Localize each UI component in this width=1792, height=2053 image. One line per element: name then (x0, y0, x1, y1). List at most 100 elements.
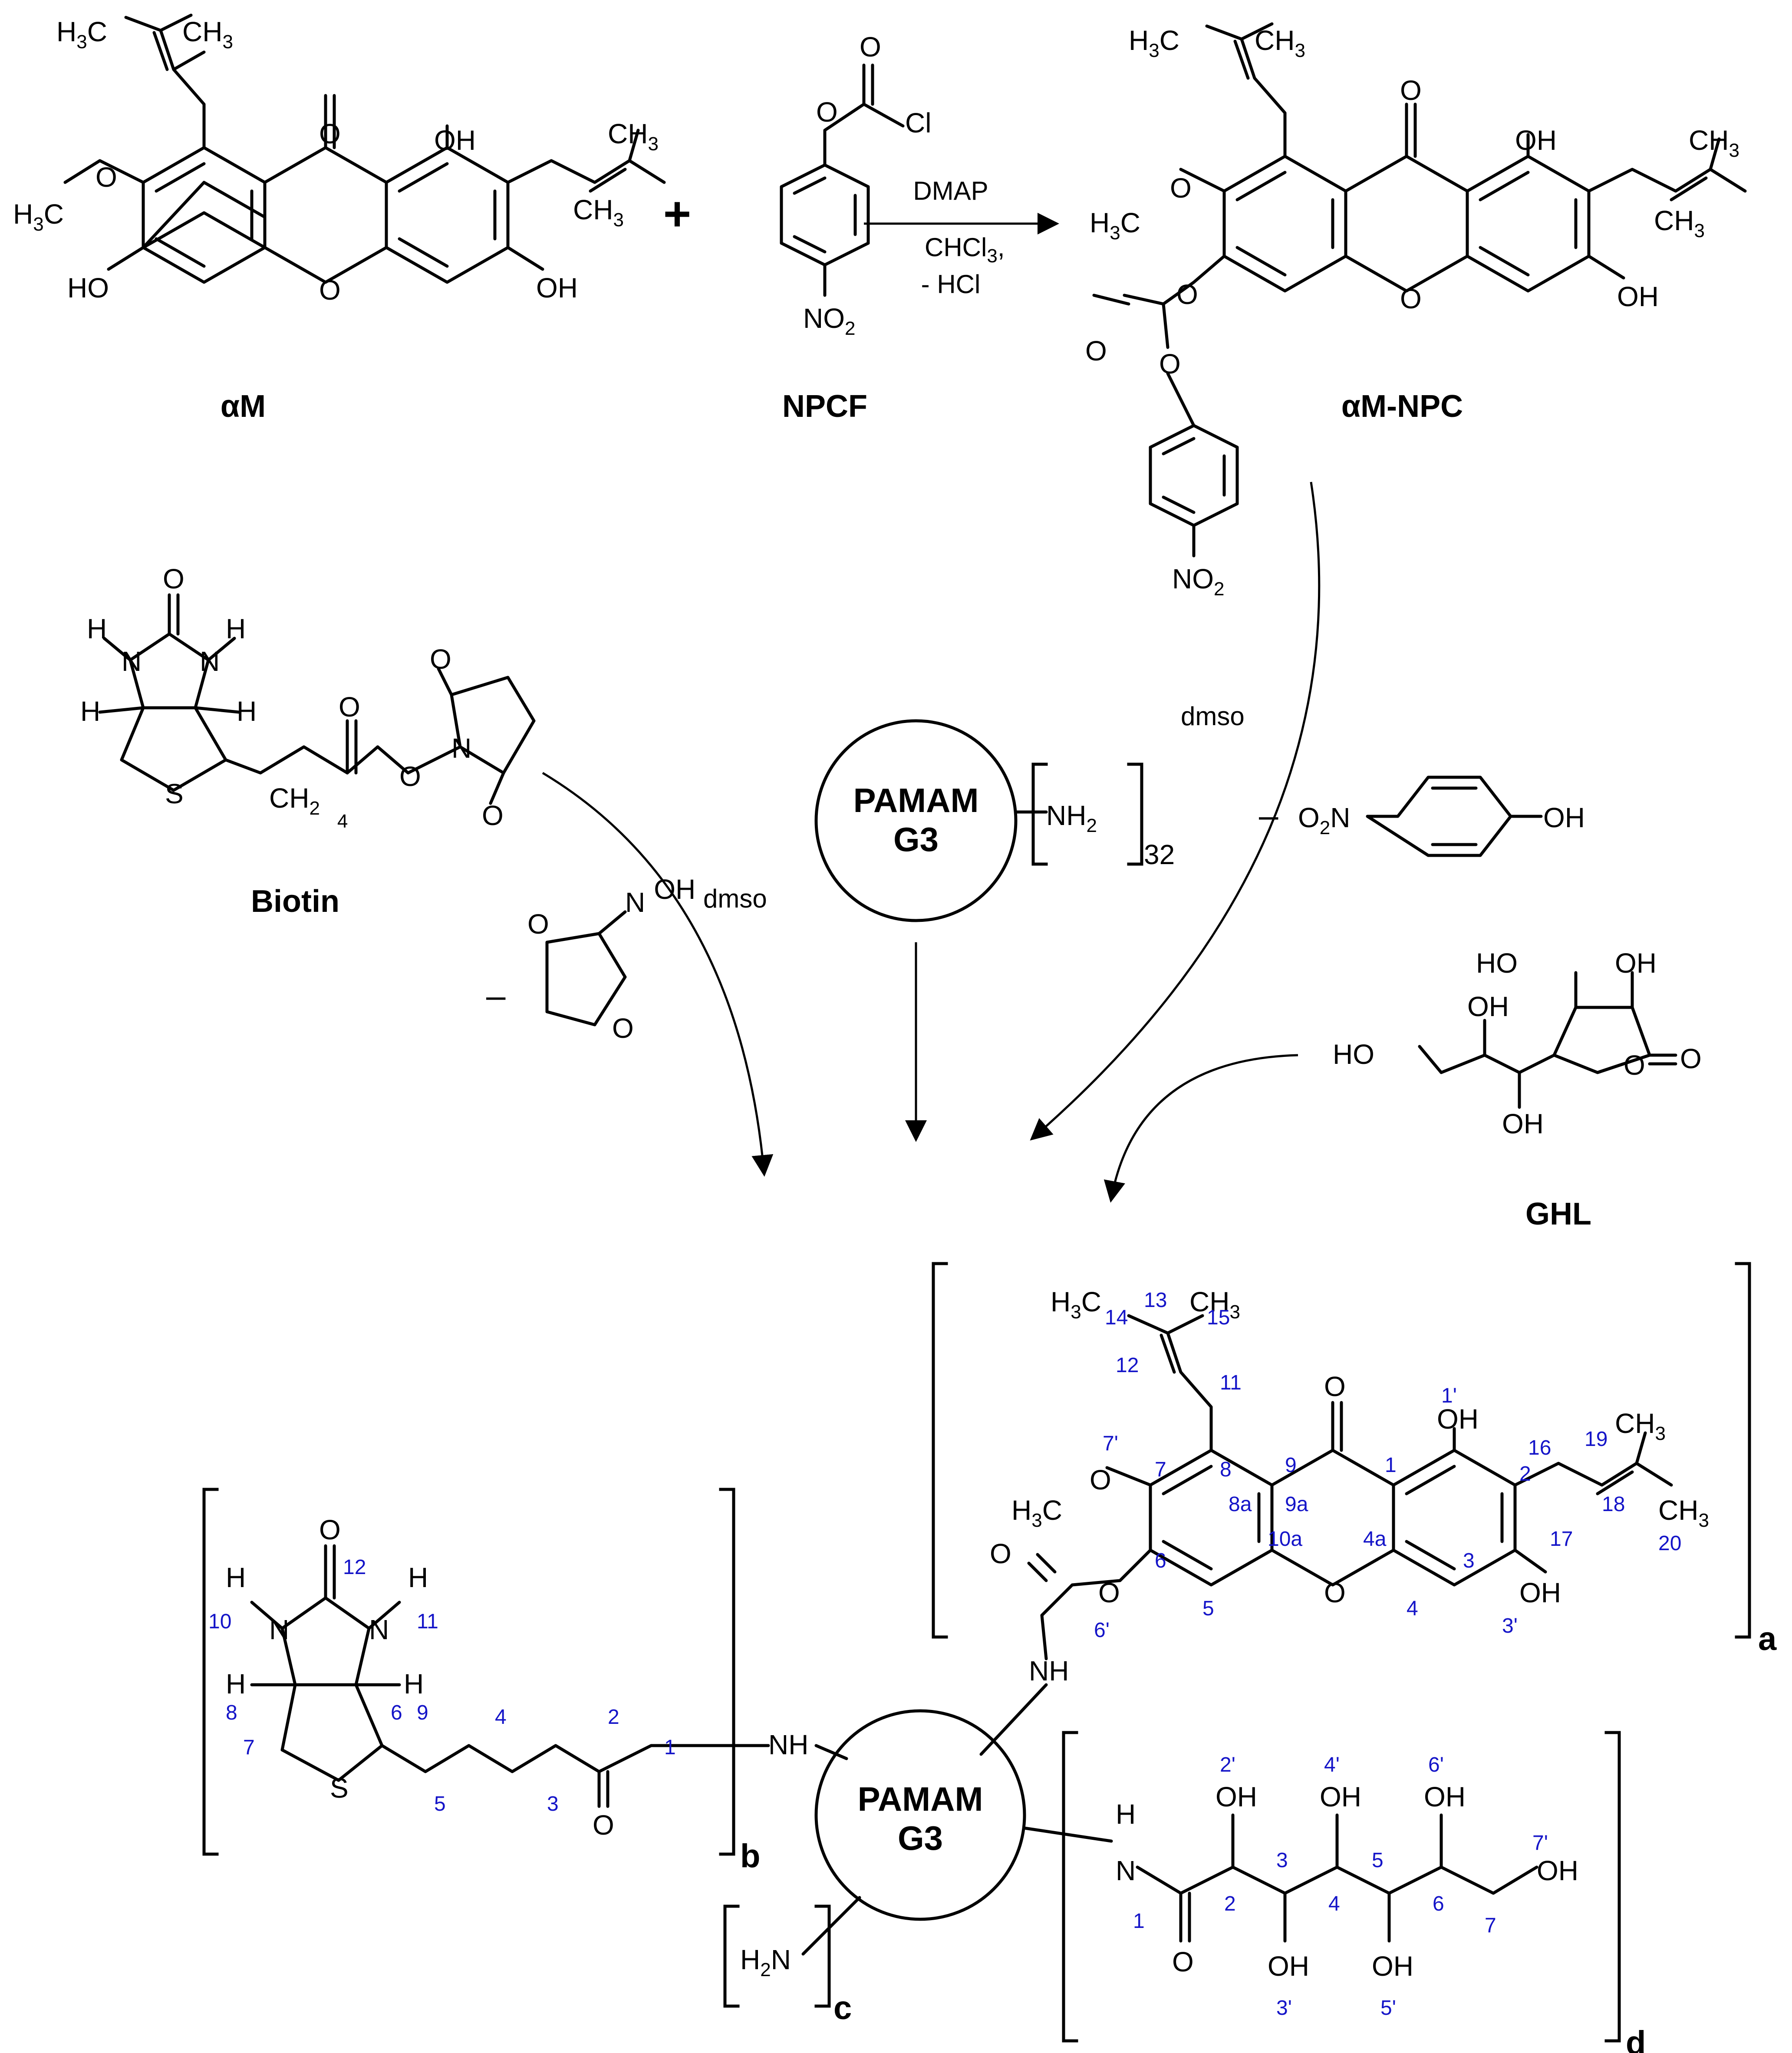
nh-hydrogen: H (87, 613, 107, 644)
methyl-label: H3C (1129, 25, 1179, 61)
imide-nitrogen: N (451, 733, 471, 764)
atom-number: 5' (1380, 1997, 1396, 2020)
methyl-label: CH3 (608, 118, 659, 155)
minus-sign: – (486, 976, 506, 1015)
atom-number: 1 (1385, 1454, 1397, 1477)
atom-number: 5 (1372, 1849, 1384, 1872)
methylene-chain: CH24 (269, 782, 348, 832)
carbonyl-oxygen: O (1400, 75, 1422, 106)
atom-number: 8 (226, 1701, 237, 1724)
atom-number: 3 (1463, 1549, 1475, 1572)
nitrogen-label: N (369, 1614, 389, 1645)
compound-label-alpha-m-npc: αM-NPC (1341, 389, 1463, 424)
ester-oxygen: O (399, 761, 421, 792)
nh-hydrogen: H (226, 1562, 246, 1593)
carbonyl-oxygen: O (990, 1538, 1011, 1569)
atom-number: 1 (664, 1736, 676, 1759)
atom-number: 12 (343, 1556, 366, 1579)
chlorine-label: Cl (905, 107, 931, 139)
carbonyl-oxygen: O (860, 31, 881, 63)
methyl-label: CH3 (182, 16, 233, 53)
atom-number: 15 (1207, 1306, 1230, 1329)
atom-number: 18 (1602, 1493, 1625, 1516)
amine-label: NH2 (1046, 800, 1097, 836)
atom-number: 5 (434, 1792, 446, 1815)
amide-nh: NH (768, 1729, 808, 1760)
methyl-label: CH3 (1615, 1408, 1666, 1444)
bracket-subscript-d: d (1626, 2024, 1646, 2053)
atom-number: 9 (417, 1701, 428, 1724)
compound-label-alpha-m: αM (221, 389, 266, 424)
atom-number: 7' (1103, 1432, 1118, 1455)
arrow-alpha-m-npc (1030, 482, 1321, 1141)
atom-number: 8 (1220, 1458, 1232, 1481)
nitrogen-label: N (200, 646, 220, 677)
atom-number: 3 (547, 1792, 559, 1815)
ring-oxygen: O (1624, 1050, 1645, 1081)
methyl-label: CH3 (1654, 205, 1705, 241)
atom-number: 7 (1485, 1914, 1496, 1937)
reagent-dmap: DMAP (913, 176, 988, 205)
methyl-label: CH3 (573, 194, 624, 231)
carbonate-oxygen: O (1176, 279, 1198, 310)
ester-oxygen: O (816, 96, 838, 128)
biotin-amide-unit: b O H N N H H H S O NH 12 10 11 8 9 6 7 … (202, 1488, 848, 1875)
pamam-label: PAMAM (858, 1780, 983, 1818)
atom-number: 9 (1285, 1454, 1297, 1477)
compound-label-npcf: NPCF (782, 389, 867, 424)
atom-number: 6' (1094, 1619, 1110, 1642)
hydroxyl-label: HO (1333, 1039, 1374, 1070)
atom-number: 7 (1155, 1458, 1166, 1481)
atom-number: 7' (1532, 1832, 1548, 1855)
pamam-label: PAMAM (853, 781, 979, 819)
atom-number: 7 (243, 1736, 255, 1759)
atom-number: 10 (208, 1610, 231, 1633)
atom-number: 3 (1276, 1849, 1288, 1872)
methoxy-label: H3C (13, 198, 64, 235)
pamam-sphere (814, 719, 1018, 922)
carbonyl-oxygen: O (1324, 1371, 1346, 1402)
atom-number: 10a (1268, 1528, 1302, 1551)
pamam-reagent: PAMAM G3 NH2 32 (814, 719, 1175, 922)
carbonate-oxygen: O (1159, 348, 1181, 380)
sulfur-label: S (330, 1772, 349, 1804)
atom-number: 1' (1441, 1384, 1457, 1407)
methoxy-label: H3C (1090, 207, 1140, 244)
atom-number: 14 (1105, 1306, 1128, 1329)
stereo-hydrogen: H (226, 1668, 246, 1700)
hydroxyl-label: OH (536, 272, 578, 304)
pamam-generation: G3 (898, 1819, 943, 1857)
atom-number: 4 (1407, 1597, 1418, 1620)
atom-number: 8a (1229, 1493, 1252, 1516)
gluconamide-unit: d H N O OH OH OH OH OH OH 2' 4' 6' 7' 1 … (1023, 1731, 1646, 2053)
atom-number: 17 (1550, 1528, 1573, 1551)
byproduct-hcl: - HCl (921, 270, 981, 299)
hydroxyl-label: OH (1216, 1781, 1257, 1812)
atom-number: 9a (1285, 1493, 1308, 1516)
arrow-ghl (1104, 1054, 1298, 1203)
carbonyl-oxygen: O (1085, 335, 1107, 366)
hydroxyl-label: OH (1320, 1781, 1361, 1812)
ether-oxygen: O (96, 162, 117, 193)
hydroxyl-label: OH (1519, 1577, 1561, 1608)
hydroxyl-label: OH (434, 125, 476, 156)
hydroxyl-label: OH (1537, 1855, 1578, 1886)
alpha-mangostin-npc-structure: H3C CH3 O OH CH3 CH3 H3C O O O O O OH NO… (1085, 22, 1747, 600)
atom-number: 2 (1519, 1462, 1531, 1485)
biotin-nhs-structure: O H N N H H H S CH24 O O N O O (80, 563, 536, 832)
hydroxyl-label: OH (1617, 281, 1659, 312)
nitro-label: NO2 (803, 303, 855, 339)
atom-number: 4 (495, 1706, 507, 1729)
alpha-mangostin-structure: H3C CH3 O OH CH3 CH3 H3C O HO O OH (13, 13, 666, 306)
methyl-label: CH3 (1689, 125, 1739, 161)
ether-oxygen: O (1170, 172, 1192, 204)
ether-oxygen: O (1090, 1464, 1111, 1495)
pamam-generation: G3 (893, 820, 939, 858)
hydroxyl-label: OH (1515, 125, 1557, 156)
solvent-dmso: dmso (703, 884, 767, 913)
atom-number: 11 (417, 1610, 438, 1633)
stereo-hydrogen: H (404, 1668, 424, 1700)
compound-label-biotin: Biotin (251, 884, 339, 919)
atom-number: 6 (1155, 1549, 1166, 1572)
